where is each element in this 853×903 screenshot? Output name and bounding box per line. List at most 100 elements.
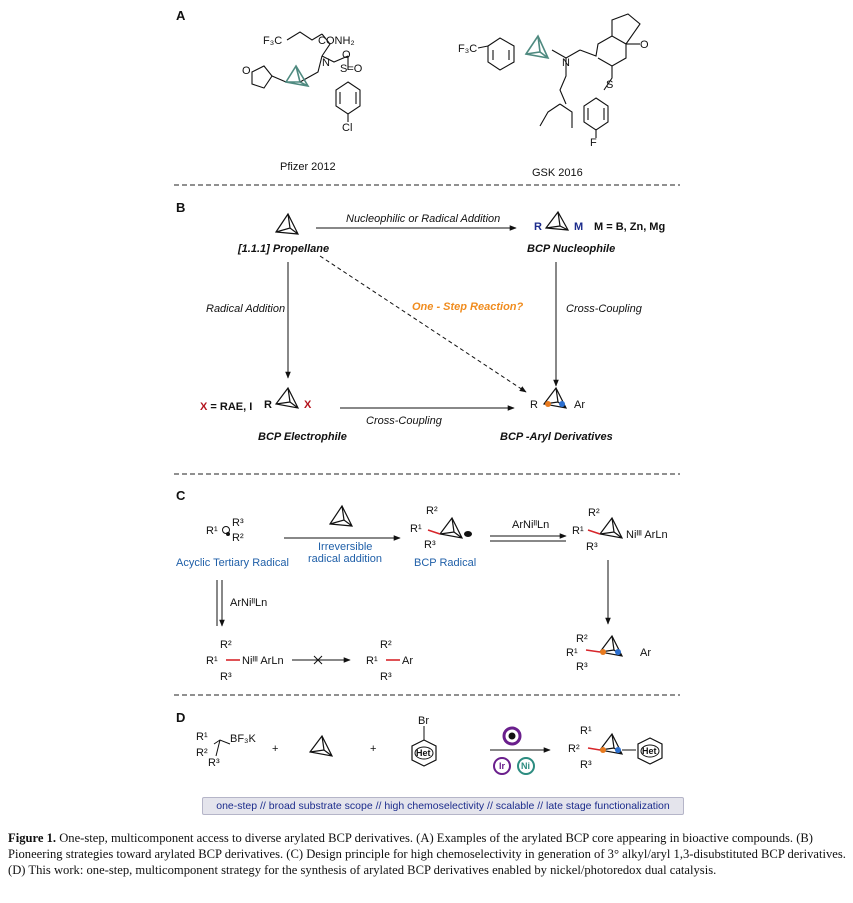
irreversible-label-1: Irreversible [318,541,372,553]
c-dot-blue [615,649,621,655]
ir-cycle-icon [493,757,511,775]
one-step-label: One - Step Reaction? [412,301,524,313]
pfizer-conh2: CONH₂ [318,35,355,47]
panel-label-a: A [176,8,186,23]
summary-banner: one-step // broad substrate scope // hig… [202,797,684,815]
electrophile-r: R [264,399,272,411]
c-bcpni-r2: R² [588,507,600,519]
d-plus-2: + [370,743,376,755]
c-acni-r1: R¹ [206,655,218,667]
d-bf3k: BF₃K [230,733,257,745]
c-bcpni-r3: R³ [586,541,598,553]
c-acprod-r1: R¹ [366,655,378,667]
gsk-f3c: F₃C [458,43,477,55]
x-eq-rest: = RAE, I [207,401,252,413]
electrophile-label: BCP Electrophile [258,431,347,443]
c-acni-r3: R³ [220,671,232,683]
d-aryl-bromide: Br Het [411,715,437,767]
arni-top-label: ArNiᴵᴵLn [512,519,549,531]
panel-label-d: D [176,710,185,725]
d-br: Br [418,715,429,727]
c-acprod-r2: R² [380,639,392,651]
panel-label-c: C [176,488,186,503]
ni-cycle-icon [517,757,535,775]
arni-left-label: ArNiᴵᴵLn [230,597,267,609]
light-bulb-core-icon [508,732,516,740]
arrow-top-label: Nucleophilic or Radical Addition [346,213,500,225]
gsk-o: O [640,39,649,51]
c-bcpr-r1: R¹ [410,523,422,535]
blocked-cross-mark [313,655,323,665]
c-prod-r3: R³ [576,661,588,673]
d-plus-1: + [272,743,278,755]
c-prod-ar: Ar [640,647,651,659]
acyclic-aryl-product: R² R¹ R³ Ar [366,639,413,683]
bcp-electrophile-structure [274,386,300,409]
c-acyclic-r3: R³ [232,517,244,529]
c-prod-r2: R² [576,633,588,645]
pfizer-label: Pfizer 2012 [280,161,336,173]
c-acni-r2: R² [220,639,232,651]
figure-caption: Figure 1. One-step, multicomponent acces… [8,830,848,878]
c-propellane-structure [328,504,354,527]
d-r3: R³ [208,757,220,769]
x-eq-x: X [200,401,208,413]
d-prod-r1: R¹ [580,725,592,737]
d-prod-r3: R³ [580,759,592,771]
radical-addition-label: Radical Addition [206,303,285,315]
light-bulb-icon [502,726,522,746]
cross-coupling-bottom-label: Cross-Coupling [366,415,443,427]
gsk-s: S [606,79,613,91]
x-equals-prefix: X = RAE, I [200,401,252,413]
ni-iii-right-label: Niᴵᴵᴵ ArLn [626,529,668,541]
d-product: R¹ R² R³ Het [568,725,663,771]
acyclic-radical-structure: R¹ R³ R² [206,517,244,544]
c-prod-r1: R¹ [566,647,578,659]
acyclic-niiii-structure: R² R¹ R³ Niᴵᴵᴵ ArLn [206,639,284,683]
aryl-dot-orange [545,401,551,407]
aryl-r: R [530,399,538,411]
d-het-reactant: Het [416,748,431,758]
ni-iii-left-label: Niᴵᴵᴵ ArLn [242,655,284,667]
d-dot-orange [600,747,606,753]
d-ni: Ni [521,761,530,771]
d-ir: Ir [499,761,506,771]
d-trifluoroborate: R¹ R² R³ BF₃K [196,731,257,769]
gsk-f: F [590,137,597,149]
propellane-structure [274,212,300,235]
d-het-product: Het [642,746,657,756]
c-bcpr-r3: R³ [424,539,436,551]
aryl-label: BCP -Aryl Derivatives [500,431,613,443]
acyclic-radical-label: Acyclic Tertiary Radical [176,557,289,569]
nucleophile-m: M [574,221,583,233]
bcp-radical-lobe [464,531,472,537]
nucleophile-r: R [534,221,542,233]
c-acprod-ar: Ar [402,655,413,667]
radical-dot [226,532,230,536]
cross-coupling-right-label: Cross-Coupling [566,303,643,315]
gsk-molecule [477,13,641,138]
propellane-label: [1.1.1] Propellane [237,243,329,255]
nucleophile-metals: M = B, Zn, Mg [594,221,665,233]
caption-label: Figure 1. [8,831,57,845]
c-bcpni-r1: R¹ [572,525,584,537]
pfizer-f3c: F₃C [263,35,282,47]
bcp-aryl-product-c: R² R¹ R³ Ar [566,633,651,673]
d-propellane [308,734,334,757]
c-acyclic-r2: R² [232,532,244,544]
pfizer-bcp-core [284,64,310,88]
aryl-ar: Ar [574,399,585,411]
caption-text: One-step, multicomponent access to diver… [8,831,846,877]
bcp-radical-structure: R² R¹ R³ [410,505,472,551]
pfizer-o: O [342,49,351,61]
pfizer-cl: Cl [342,122,352,134]
pfizer-molecule [251,31,361,122]
c-dot-orange [600,649,606,655]
bcp-radical-label: BCP Radical [414,557,476,569]
d-r1: R¹ [196,731,208,743]
electrophile-x: X [304,399,312,411]
d-r2: R² [196,747,208,759]
d-prod-r2: R² [568,743,580,755]
pfizer-n: N [322,57,330,69]
radical-orbital [222,526,230,534]
